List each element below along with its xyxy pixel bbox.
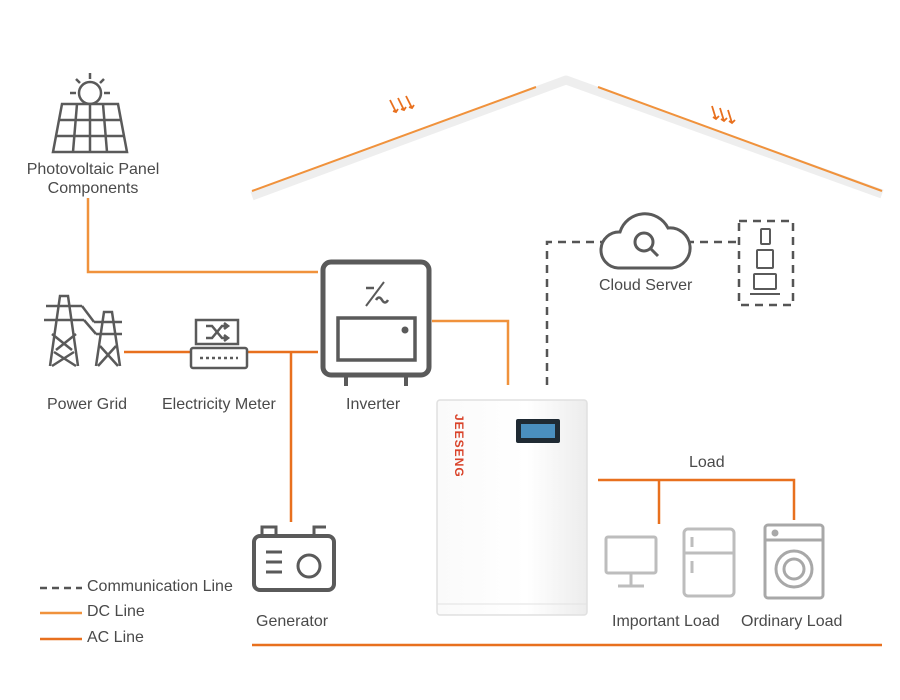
washing-machine-load-icon bbox=[763, 523, 825, 600]
power-grid-label: Power Grid bbox=[47, 396, 128, 413]
pv-panel-label-line2: Components bbox=[47, 180, 139, 197]
house-roof bbox=[250, 75, 884, 201]
refrigerator-load-icon bbox=[682, 527, 736, 598]
power-grid-tower-icon bbox=[44, 294, 122, 368]
important-load-label: Important Load bbox=[612, 613, 720, 630]
pv-panel-label: Photovoltaic Panel Components bbox=[13, 160, 173, 198]
battery-unit: JEESENG bbox=[436, 399, 588, 616]
monitor-load-icon bbox=[604, 535, 658, 588]
legend-communication-line: Communication Line bbox=[87, 578, 233, 595]
ordinary-load-label: Ordinary Load bbox=[741, 613, 843, 630]
inverter-icon bbox=[320, 259, 432, 386]
cloud-server-icon bbox=[599, 212, 692, 270]
electricity-meter-label: Electricity Meter bbox=[162, 396, 276, 413]
sunlight-arrows-left-icon bbox=[389, 95, 415, 114]
legend-ac-line: AC Line bbox=[87, 629, 144, 646]
brand-logo: JEESENG bbox=[452, 414, 466, 478]
dc-lines bbox=[86, 198, 510, 385]
communication-lines bbox=[545, 219, 795, 385]
generator-icon bbox=[252, 525, 336, 592]
photovoltaic-panel-icon bbox=[51, 73, 129, 154]
generator-label: Generator bbox=[256, 613, 329, 630]
sunlight-arrows-right-icon bbox=[711, 105, 736, 125]
devices-icon bbox=[750, 228, 780, 295]
electricity-meter-icon bbox=[189, 318, 249, 370]
ac-lines bbox=[124, 350, 882, 647]
legend-dc-line: DC Line bbox=[87, 603, 145, 620]
legend-lines bbox=[40, 586, 82, 641]
cloud-server-label: Cloud Server bbox=[599, 277, 693, 294]
inverter-label: Inverter bbox=[346, 396, 401, 413]
pv-panel-label-line1: Photovoltaic Panel bbox=[26, 161, 160, 178]
load-label: Load bbox=[689, 454, 725, 471]
